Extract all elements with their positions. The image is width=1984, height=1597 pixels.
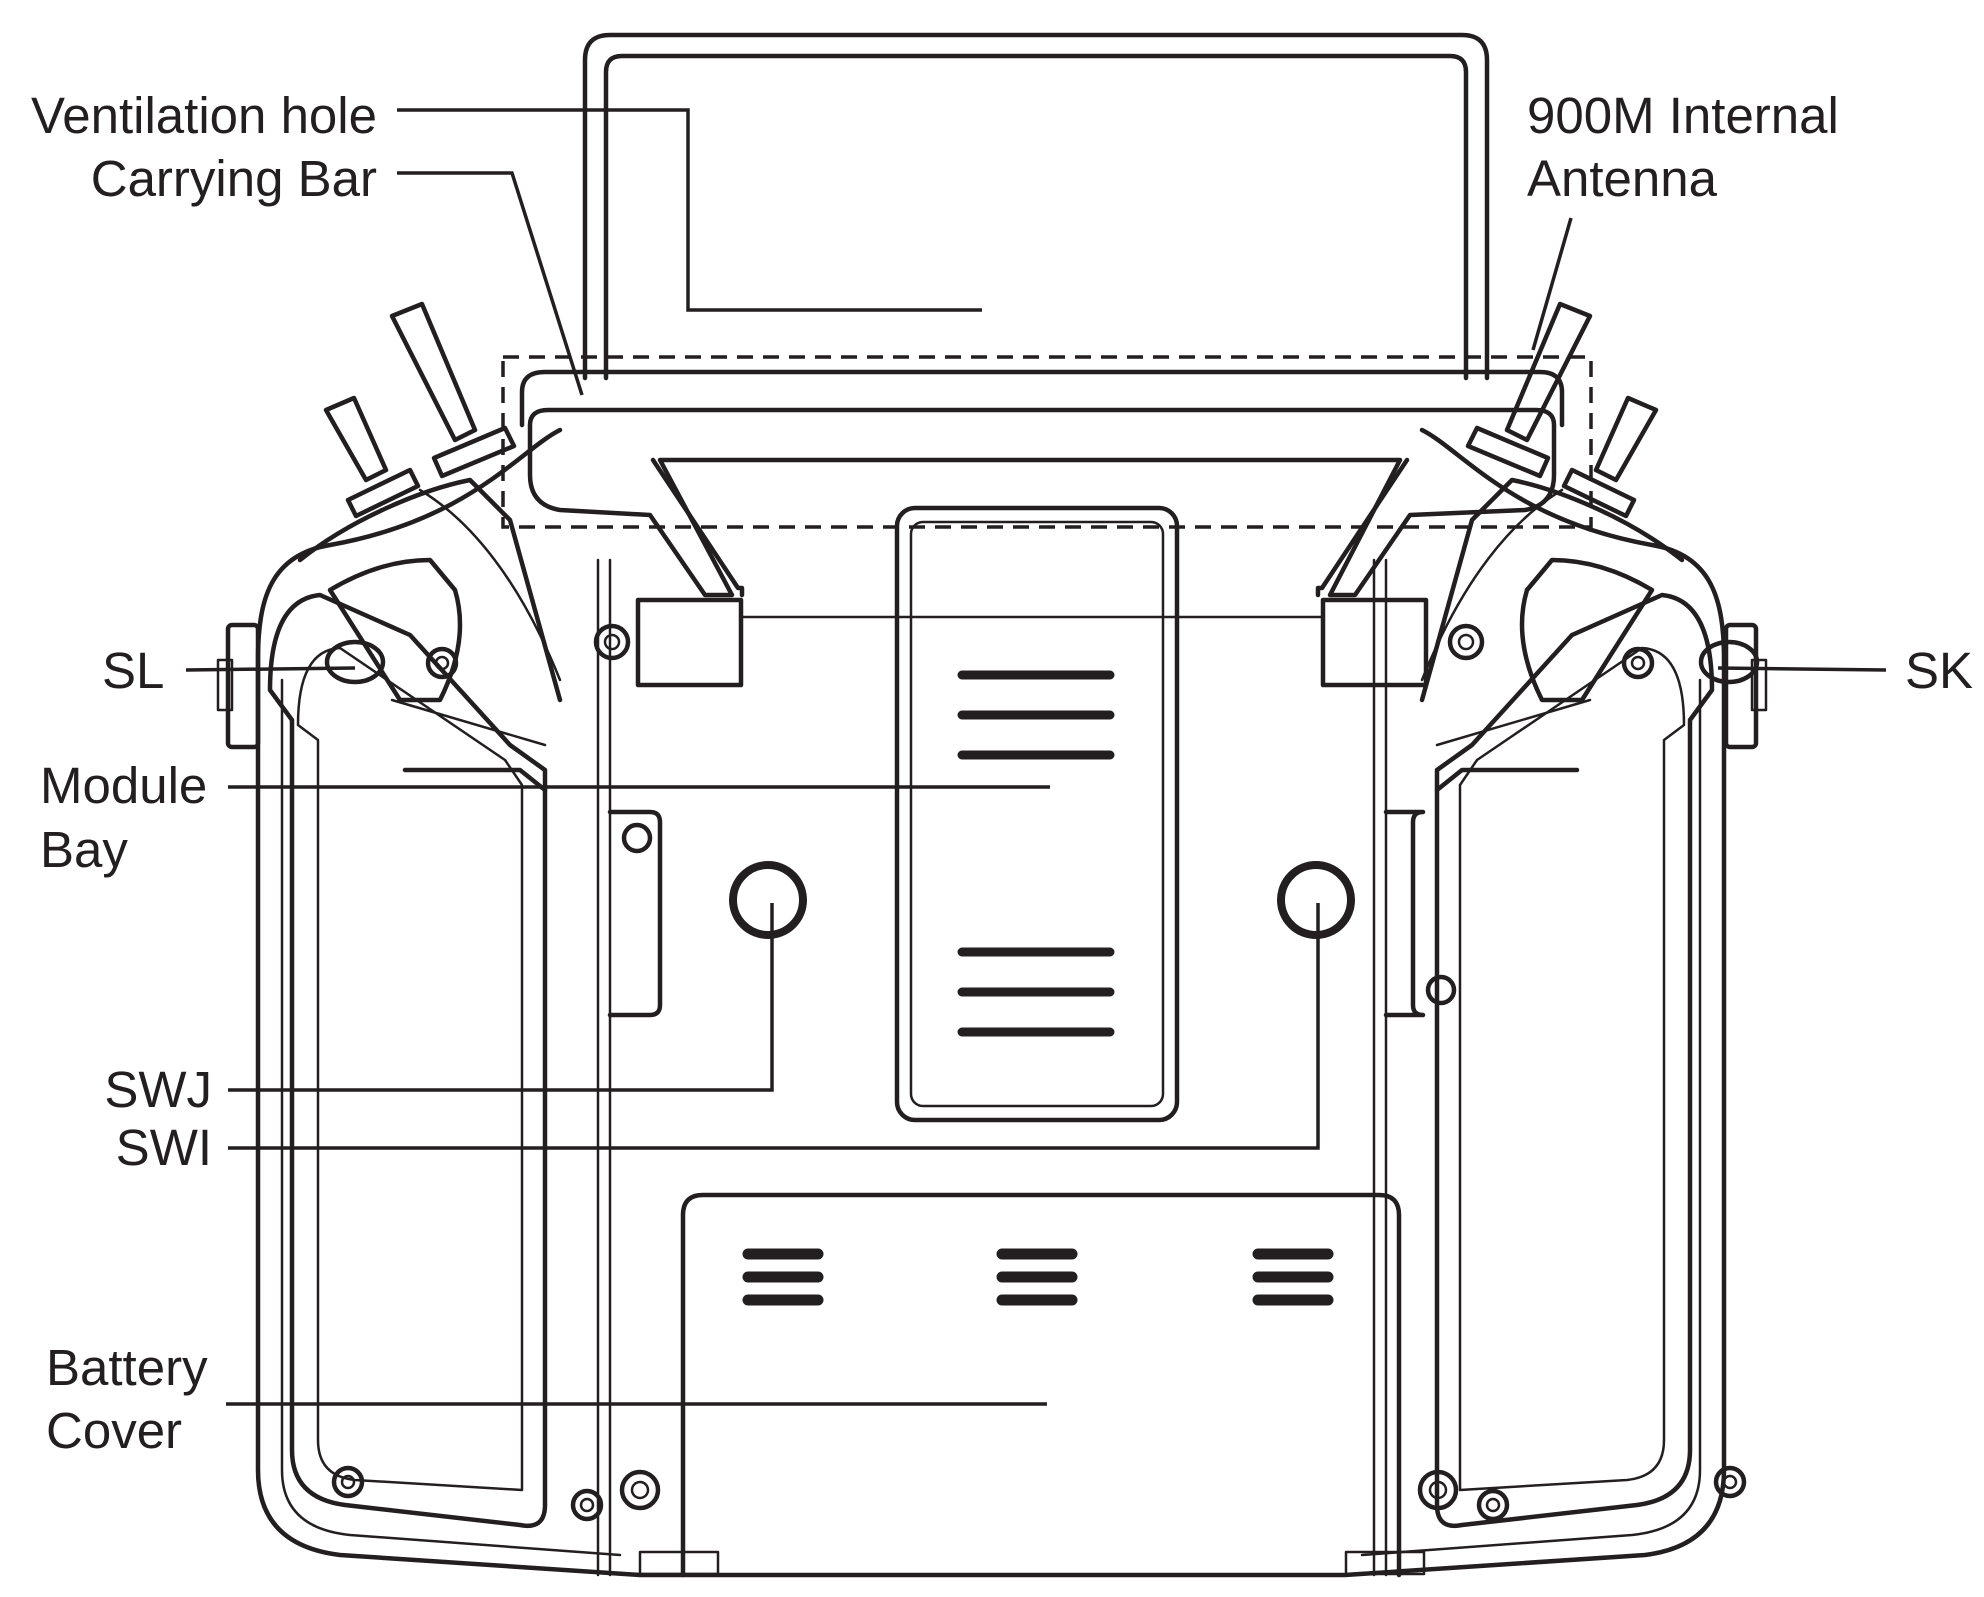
carrying-bar [519,369,1565,688]
left-toggle-switches [323,301,517,519]
swi-button [1277,861,1355,939]
right-side-knob [1698,622,1768,750]
callout-labels: Ventilation hole Carrying Bar 900M Inter… [31,87,1973,1459]
module-bay [894,505,1180,1123]
sk-leader [1717,666,1887,672]
ventilation-hole-leader [397,108,982,312]
sk-label: SK [1905,642,1973,699]
swj-button [729,861,807,939]
antenna-label-line1: 900M Internal [1527,87,1839,144]
antenna-panel [582,32,1490,381]
ventilation-hole-label: Ventilation hole [31,87,377,144]
swi-leader [228,903,1320,1150]
antenna-label-line2: Antenna [1527,150,1718,207]
left-grip [267,477,563,1529]
antenna-leader [1531,217,1573,351]
left-side-knob [216,622,386,750]
module-bay-label-line2: Bay [40,821,128,878]
sl-leader [185,666,356,672]
leader-lines [185,108,1887,1406]
sl-label: SL [102,642,164,699]
transmitter-body [255,427,1727,1578]
right-side-tab [1383,809,1457,1018]
module-bay-label-line1: Module [40,757,207,814]
battery-cover [680,1192,1402,1578]
right-grip [1419,477,1715,1529]
battery-cover-label-line2: Cover [46,1402,182,1459]
battery-cover-label-line1: Battery [46,1339,208,1396]
swj-label: SWJ [104,1061,212,1118]
carrying-bar-label: Carrying Bar [91,150,377,207]
ventilation-region-outline [501,355,1593,529]
left-side-tab [607,809,663,1018]
carrying-bar-leader [397,171,584,396]
swi-label: SWI [116,1119,212,1176]
swj-leader [228,903,774,1092]
screws [331,623,1747,1522]
